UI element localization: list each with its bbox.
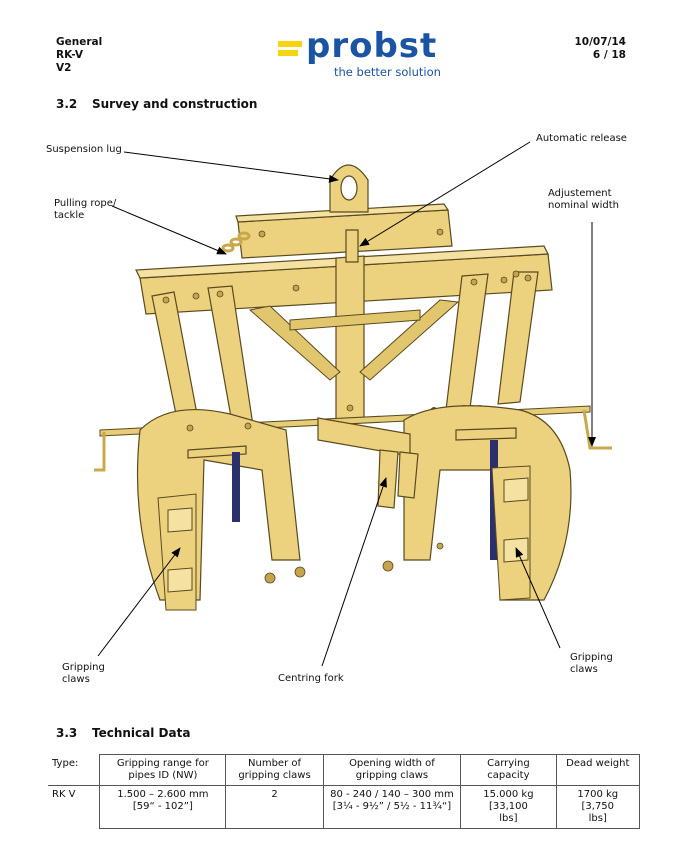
label-automatic-release: Automatic release <box>536 133 627 144</box>
header-left: General RK-V V2 <box>56 36 102 75</box>
bolt-heads <box>162 228 532 584</box>
header-opening-width: Opening width of gripping claws <box>322 754 462 786</box>
section-number: 3.3 <box>56 726 78 740</box>
cell-line: [3¼ - 9½” / 5½ - 11¾“] <box>332 801 452 812</box>
logo-bar-icon <box>278 50 298 56</box>
header-cell-line: pipes ID (NW) <box>128 770 198 781</box>
label-pulling-rope: Pulling rope/ tackle <box>54 198 116 222</box>
cross-braces <box>248 299 460 381</box>
header-carrying-capacity: Carrying capacity <box>460 754 557 786</box>
cell-gripping-range: 1.500 – 2.600 mm [59“ - 102”] <box>99 785 227 829</box>
cell-number-claws: 2 <box>225 785 324 829</box>
cell-line: lbs] <box>499 813 518 824</box>
technical-data-table: Type: Gripping range for pipes ID (NW) N… <box>48 754 641 829</box>
logo-bar-icon <box>278 41 302 47</box>
label-adjustement: Adjustement nominal width <box>548 188 619 212</box>
label-gripping-left-line2: claws <box>62 674 90 685</box>
header-doc-type: General <box>56 36 103 48</box>
cell-carrying-capacity: 15.000 kg [33,100 lbs] <box>460 785 557 829</box>
type-label: Type: <box>48 754 100 786</box>
header-cell-line: gripping claws <box>238 770 311 781</box>
label-suspension-lug: Suspension lug <box>46 144 122 155</box>
header-number-claws: Number of gripping claws <box>225 754 324 786</box>
cell-dead-weight: 1700 kg [3,750 lbs] <box>555 785 641 829</box>
cell-line: 2 <box>271 789 278 800</box>
label-gripping-right-line2: claws <box>570 664 598 675</box>
section-heading-technical: 3.3 Technical Data <box>56 726 190 740</box>
right-claw <box>403 405 572 601</box>
table-row: RK V 1.500 – 2.600 mm [59“ - 102”] 2 80 … <box>48 785 641 829</box>
label-adjustement-line1: Adjustement <box>548 188 612 199</box>
left-gripping-jaw <box>157 493 197 611</box>
header-version: V2 <box>56 62 72 74</box>
section-title: Survey and construction <box>92 97 258 111</box>
header-dead-weight: Dead weight <box>555 754 641 786</box>
label-gripping-claws-right: Gripping claws <box>570 652 613 676</box>
header-cell-line: Opening width of <box>349 758 435 769</box>
header-model: RK-V <box>56 49 84 61</box>
header-right: 10/07/14 6 / 18 <box>574 36 626 62</box>
label-centring-fork: Centring fork <box>278 673 344 684</box>
header-cell-line: Gripping range for <box>116 758 209 769</box>
label-gripping-left-line1: Gripping <box>62 662 105 673</box>
section-number: 3.2 <box>56 97 78 111</box>
logo-tagline: the better solution <box>334 65 441 79</box>
header-cell-line: Number of <box>248 758 302 769</box>
callout-arrows <box>97 141 596 667</box>
suspension-lug <box>329 164 369 213</box>
cell-line: 15.000 kg [33,100 <box>483 789 534 812</box>
header-cell-line: gripping claws <box>355 770 429 781</box>
row-type: RK V <box>52 789 76 800</box>
label-gripping-right-line1: Gripping <box>570 652 613 663</box>
label-pulling-rope-line1: Pulling rope/ <box>54 198 117 209</box>
cell-line: 1700 kg [3,750 <box>577 789 619 812</box>
label-pulling-rope-line2: tackle <box>54 210 85 221</box>
label-gripping-claws-left: Gripping claws <box>62 662 105 686</box>
header-cell-line: Carrying capacity <box>487 758 530 781</box>
header-page: 6 / 18 <box>592 49 626 61</box>
central-column <box>335 229 365 423</box>
left-claw-pad <box>232 452 240 522</box>
probst-logo: probst the better solution <box>278 26 448 80</box>
header-gripping-range: Gripping range for pipes ID (NW) <box>99 754 227 786</box>
right-gripping-jaw <box>491 465 531 601</box>
centring-fork <box>317 417 419 509</box>
header-cell-line: Dead weight <box>566 758 630 769</box>
cell-line: lbs] <box>588 813 607 824</box>
cell-opening-width: 80 - 240 / 140 – 300 mm [3¼ - 9½” / 5½ -… <box>322 785 462 829</box>
cell-line: 1.500 – 2.600 mm <box>117 789 209 800</box>
header-date: 10/07/14 <box>574 36 626 48</box>
cell-line: 80 - 240 / 140 – 300 mm <box>330 789 454 800</box>
cell-line: [59“ - 102”] <box>132 801 193 812</box>
section-title: Technical Data <box>92 726 191 740</box>
table-header-row: Type: Gripping range for pipes ID (NW) N… <box>48 754 641 786</box>
label-adjustement-line2: nominal width <box>548 200 619 211</box>
logo-brand: probst <box>306 26 438 66</box>
section-heading-survey: 3.2 Survey and construction <box>56 97 257 111</box>
